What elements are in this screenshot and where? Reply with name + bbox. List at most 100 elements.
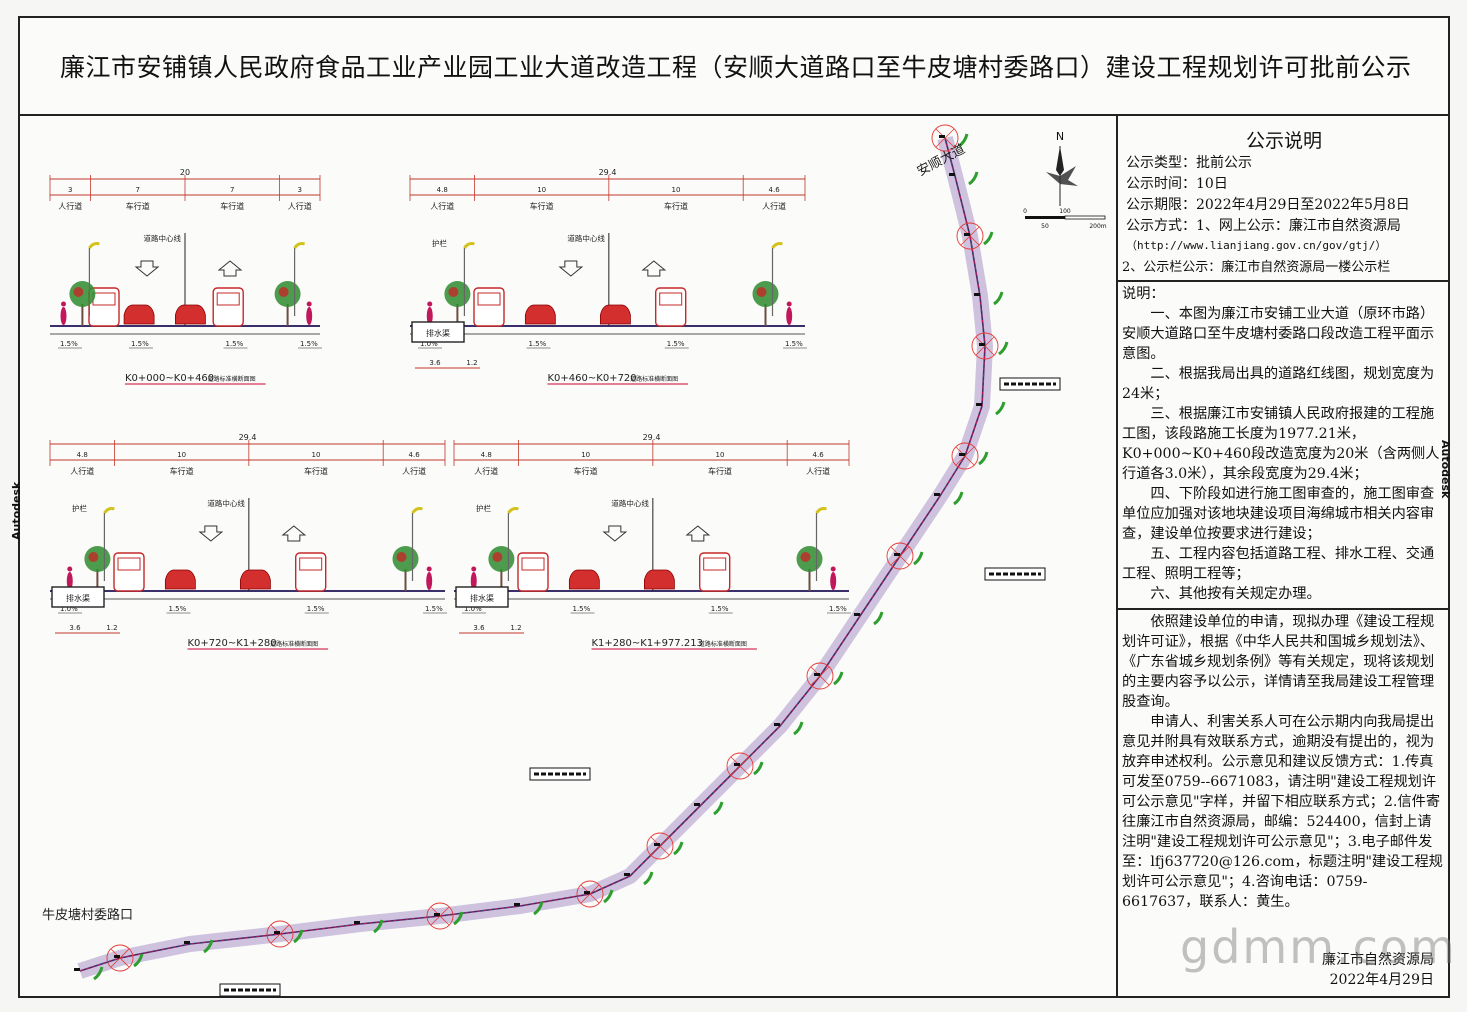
centerline-label: 道路中心线 xyxy=(611,498,649,508)
road-feature xyxy=(976,403,982,406)
segment-width-label: 3 xyxy=(68,186,72,194)
tree-symbol-icon xyxy=(993,291,1004,306)
segment-width-label: 3 xyxy=(298,186,302,194)
slope-label: 1.0% xyxy=(60,605,78,613)
segment-width-label: 4.8 xyxy=(481,451,492,459)
pedestrian-head xyxy=(61,301,66,307)
road-feature xyxy=(434,913,440,916)
cross-section: 203人行道7车行道7车行道3人行道道路中心线1.5%1.5%1.5%1.5%K… xyxy=(49,168,322,385)
title-band: 廉江市安铺镇人民政府食品工业产业园工业大道改造工程（安顺大道路口至牛皮塘村委路口… xyxy=(20,18,1448,116)
segment-width-label: 4.8 xyxy=(437,186,448,194)
tree-symbol-icon xyxy=(713,801,724,816)
drain-width-label: 3.6 xyxy=(69,624,81,632)
tree-symbol-icon xyxy=(958,133,969,148)
pedestrian-icon xyxy=(426,307,433,325)
scale-bar xyxy=(1025,216,1065,219)
pedestrian-head xyxy=(830,566,836,572)
tree-flowers xyxy=(73,287,84,297)
explanation-item: 五、工程内容包括道路工程、排水工程、交通工程、照明工程等； xyxy=(1122,546,1435,582)
bus-window xyxy=(117,557,141,571)
road-feature xyxy=(979,343,985,346)
signature-org: 廉江市自然资源局 xyxy=(1322,952,1434,968)
road-feature xyxy=(949,173,955,176)
tree-symbol-icon xyxy=(953,491,964,506)
road-feature xyxy=(654,843,660,846)
section-title: K1+280~K1+977.213 xyxy=(592,638,703,649)
centerline-label: 道路中心线 xyxy=(144,233,182,243)
lamp-icon xyxy=(815,507,827,514)
end-road-label: 牛皮塘村委路口 xyxy=(42,907,133,923)
notice-heading: 公示说明 xyxy=(1245,130,1322,152)
section-title: K0+720~K1+280 xyxy=(188,638,277,649)
tree-symbol-icon xyxy=(833,671,844,686)
car-icon xyxy=(600,304,631,325)
tree-symbol-icon xyxy=(673,841,684,856)
total-width-label: 29.4 xyxy=(239,433,257,442)
slope-label: 1.5% xyxy=(300,340,318,348)
lane-label: 人行道 xyxy=(70,466,94,476)
explanation-item: 三、根据廉江市安铺镇人民政府报建的工程施工图，该段路施工长度为1977.21米，… xyxy=(1122,406,1440,482)
slope-label: 1.5% xyxy=(307,605,325,613)
explanation-section: 说明： 一、本图为廉江市安铺工业大道（原环市路）安顺大道路口至牛皮塘村委路口段改… xyxy=(1118,282,1450,610)
lamp-icon xyxy=(771,242,783,249)
section-title: K0+460~K0+720 xyxy=(548,373,637,384)
lane-label: 人行道 xyxy=(762,201,786,211)
pedestrian-head xyxy=(427,301,433,307)
lane-label: 车行道 xyxy=(574,466,598,476)
direction-arrow-icon xyxy=(641,260,667,277)
lane-label: 人行道 xyxy=(474,466,498,476)
lamp-icon xyxy=(463,242,475,249)
compass-needle xyxy=(1056,146,1064,176)
lane-label: 车行道 xyxy=(708,466,732,476)
section-subtitle: 道路标准横断面图 xyxy=(208,375,256,383)
scale-label: 200m xyxy=(1089,223,1106,230)
direction-arrow-icon xyxy=(198,525,224,542)
road-feature xyxy=(894,553,900,556)
lane-label: 人行道 xyxy=(288,201,312,211)
lamp-icon xyxy=(293,242,306,249)
tree-flowers xyxy=(278,287,289,297)
road-feature xyxy=(514,903,520,906)
tree-symbol-icon xyxy=(533,901,544,916)
scale-label: 0 xyxy=(1023,208,1027,215)
road-feature xyxy=(274,931,280,934)
bus-window xyxy=(659,292,683,306)
pedestrian-icon xyxy=(60,307,67,325)
rail-label: 护栏 xyxy=(72,503,87,513)
road-feature xyxy=(694,803,700,806)
notice-period: 公示期限：2022年4月29日至2022年5月8日 xyxy=(1126,197,1410,213)
notice-panel: 公示说明 公示类型：批前公示 公示时间：10日 公示期限：2022年4月29日至… xyxy=(1116,116,1450,998)
tree-symbol-icon xyxy=(983,231,994,246)
pedestrian-icon xyxy=(830,572,837,590)
removal-marker xyxy=(426,902,454,930)
tree-flowers xyxy=(396,552,407,562)
cross-section: 29.44.8人行道10车行道10车行道4.6人行道道路中心线1.0%1.5%1… xyxy=(49,433,447,650)
scale-bar xyxy=(1064,215,1106,220)
notice-url: （http://www.lianjiang.gov.cn/gov/gtj/） xyxy=(1126,239,1387,252)
pedestrian-icon xyxy=(426,572,433,590)
bus-icon xyxy=(655,287,687,327)
road-feature xyxy=(964,233,970,236)
notice-header: 公示说明 公示类型：批前公示 公示时间：10日 公示期限：2022年4月29日至… xyxy=(1118,116,1450,282)
explanation-item: 一、本图为廉江市安铺工业大道（原环市路）安顺大道路口至牛皮塘村委路口段改造工程平… xyxy=(1122,306,1435,362)
removal-marker xyxy=(951,442,979,470)
tree-symbol-icon xyxy=(913,551,924,566)
segment-width-label: 10 xyxy=(716,451,725,459)
road-feature xyxy=(959,453,965,456)
watermark: gdmm.com xyxy=(1180,920,1457,974)
tree-symbol-icon xyxy=(978,451,989,466)
slope-label: 1.5% xyxy=(711,605,729,613)
slope-label: 1.5% xyxy=(226,340,244,348)
notice-type: 公示类型：批前公示 xyxy=(1126,155,1252,171)
lane-label: 车行道 xyxy=(126,201,150,211)
drain-width-label: 1.2 xyxy=(466,359,477,367)
north-label: N xyxy=(1056,130,1064,143)
direction-arrow-icon xyxy=(558,260,584,277)
tree-symbol-icon xyxy=(998,341,1009,356)
lamp-icon xyxy=(507,507,519,514)
lane-label: 车行道 xyxy=(530,201,554,211)
cross-section: 29.44.8人行道10车行道10车行道4.6人行道道路中心线1.0%1.5%1… xyxy=(409,168,807,385)
bus-window xyxy=(299,557,323,571)
explanation-item: 四、下阶段如进行施工图审查的，施工图审查单位应加强对该地块建设项目海绵城市相关内… xyxy=(1122,486,1435,542)
drain-width-label: 1.2 xyxy=(510,624,521,632)
